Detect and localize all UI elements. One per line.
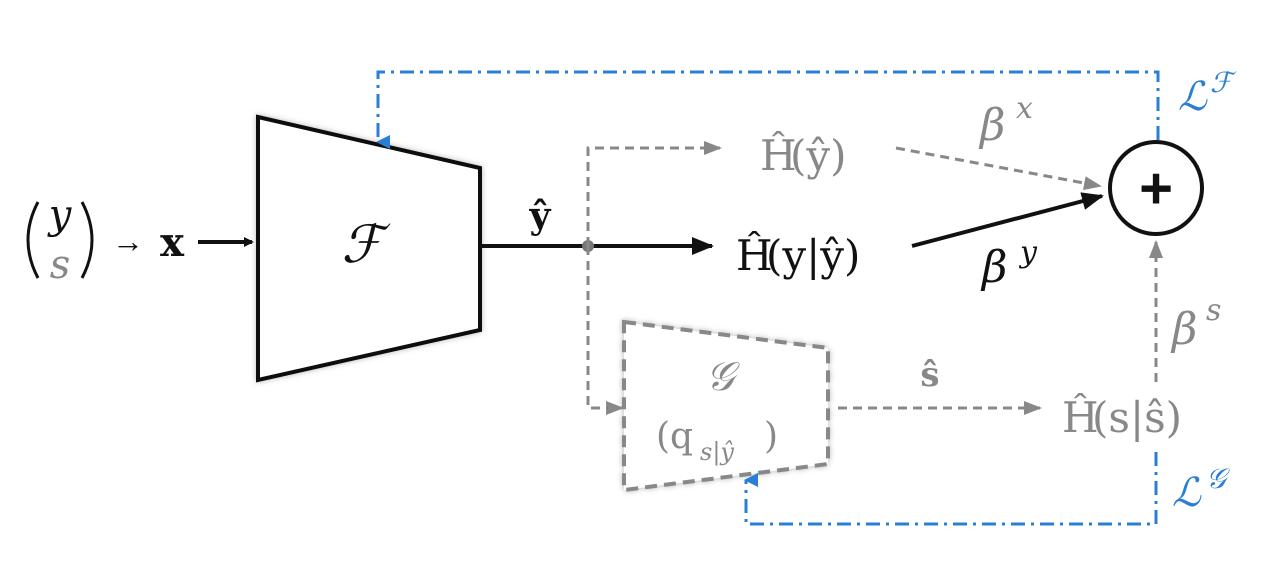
hyhat-to-sum-arrow bbox=[895, 146, 1102, 190]
loss-g-sup: 𝒢 bbox=[1206, 462, 1230, 495]
loss-f-feedback-arrow bbox=[376, 70, 1160, 149]
left-paren bbox=[26, 201, 40, 279]
beta-s-sup: s bbox=[1206, 293, 1221, 328]
loss-g-feedback-arrow bbox=[744, 452, 1158, 526]
h-s-given-H: Ĥ bbox=[1062, 392, 1099, 442]
shat-label: ŝ bbox=[920, 355, 939, 395]
beta-s: β bbox=[1170, 304, 1197, 355]
adversary-q-open: (q bbox=[656, 416, 693, 457]
maps-to-arrow: → bbox=[112, 223, 144, 259]
beta-y-sup: y bbox=[1018, 235, 1038, 270]
input-s: s bbox=[50, 242, 71, 288]
h-s-given-arg: (s|ŝ) bbox=[1092, 393, 1182, 442]
input-vector: y s bbox=[26, 192, 94, 288]
right-paren bbox=[80, 201, 94, 279]
encoder-block bbox=[256, 114, 482, 383]
hy-given-to-sum-arrow bbox=[911, 192, 1104, 248]
h-yhat-arg: (ŷ) bbox=[790, 131, 847, 180]
h-y-given-arg: (y|ŷ) bbox=[766, 231, 860, 280]
entropy-h-y-given-yhat: Ĥ (y|ŷ) bbox=[736, 230, 860, 280]
adversary-q-expression: (q s|ŷ ) bbox=[656, 416, 778, 467]
sum-node bbox=[1108, 140, 1204, 236]
adversary-q-index: s|ŷ bbox=[700, 438, 734, 467]
loss-f-base: ℒ bbox=[1178, 74, 1208, 120]
branch-to-h-y-arrow bbox=[586, 141, 722, 246]
beta-x: β bbox=[978, 100, 1005, 151]
loss-f-sup: ℱ bbox=[1210, 66, 1237, 99]
sum-symbol: + bbox=[1139, 156, 1173, 221]
branch-to-adversary-arrow bbox=[586, 246, 624, 415]
adversary-block bbox=[622, 319, 830, 493]
entropy-h-s-given-shat: Ĥ (s|ŝ) bbox=[1062, 392, 1182, 442]
encoder-label: ℱ bbox=[342, 215, 391, 275]
input-y: y bbox=[47, 192, 73, 238]
loss-g-label: ℒ 𝒢 bbox=[1172, 462, 1230, 516]
beta-x-sup: x bbox=[1016, 91, 1033, 126]
h-yhat-H: Ĥ bbox=[760, 130, 797, 180]
beta-y: β bbox=[980, 242, 1007, 293]
yhat-label: ŷ bbox=[529, 195, 552, 237]
loss-g-base: ℒ bbox=[1172, 470, 1202, 516]
entropy-h-yhat: Ĥ (ŷ) bbox=[760, 130, 847, 180]
h-y-given-H: Ĥ bbox=[736, 230, 773, 280]
loss-f-label: ℒ ℱ bbox=[1178, 66, 1237, 120]
x-label: x bbox=[160, 219, 185, 266]
adversary-q-close: ) bbox=[764, 416, 778, 457]
